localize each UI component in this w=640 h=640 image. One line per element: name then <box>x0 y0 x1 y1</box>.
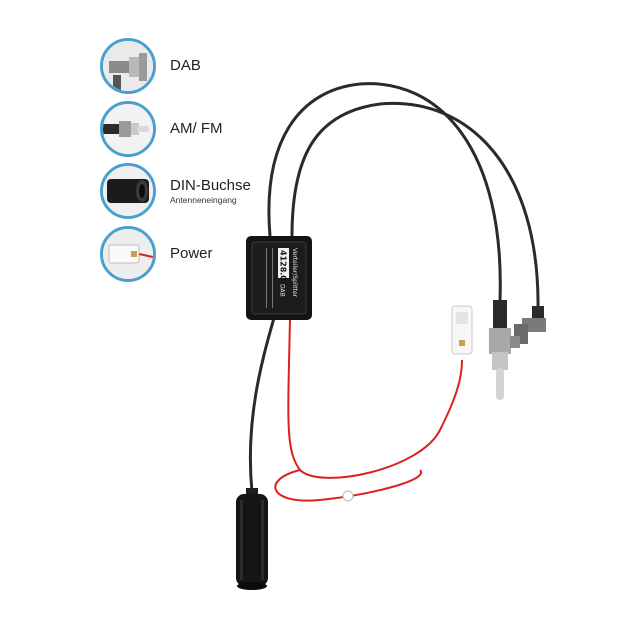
cable-power <box>287 317 463 479</box>
legend-label-din-title: DIN-Buchse <box>170 176 251 194</box>
legend-label-am-fm: AM/ FM <box>170 120 223 137</box>
cable-din <box>248 317 276 493</box>
legend-label-power: Power <box>170 245 213 262</box>
splitter-part-number: 4128.01 <box>279 250 288 287</box>
splitter-label-line2: DAB <box>279 284 286 297</box>
splitter-label-line1: Verteiler/Splitter <box>291 248 298 298</box>
cable-power-loop <box>274 469 423 502</box>
legend-label-din: DIN-Buchse Antenneneingang <box>170 176 251 205</box>
legend-item-dab: DAB <box>100 38 201 94</box>
legend-item-am-fm: AM/ FM <box>100 101 223 157</box>
legend-label-dab: DAB <box>170 57 201 74</box>
legend-item-din: DIN-Buchse Antenneneingang <box>100 163 251 219</box>
splitter-module: Verteiler/Splitter 4128.01 DAB <box>246 236 312 320</box>
cable-fm <box>267 82 502 301</box>
power-connector <box>451 305 473 355</box>
cable-tie <box>342 490 354 502</box>
dab-connector-icon <box>100 38 156 94</box>
power-connector-icon <box>100 226 156 282</box>
cable-dab <box>290 101 540 311</box>
din-socket <box>236 488 268 590</box>
din-socket-icon <box>100 163 156 219</box>
legend-label-din-sub: Antenneneingang <box>170 194 237 205</box>
dab-connector <box>510 306 546 348</box>
legend-item-power: Power <box>100 226 213 282</box>
am-fm-plug-icon <box>100 101 156 157</box>
am-fm-plug <box>489 300 511 400</box>
